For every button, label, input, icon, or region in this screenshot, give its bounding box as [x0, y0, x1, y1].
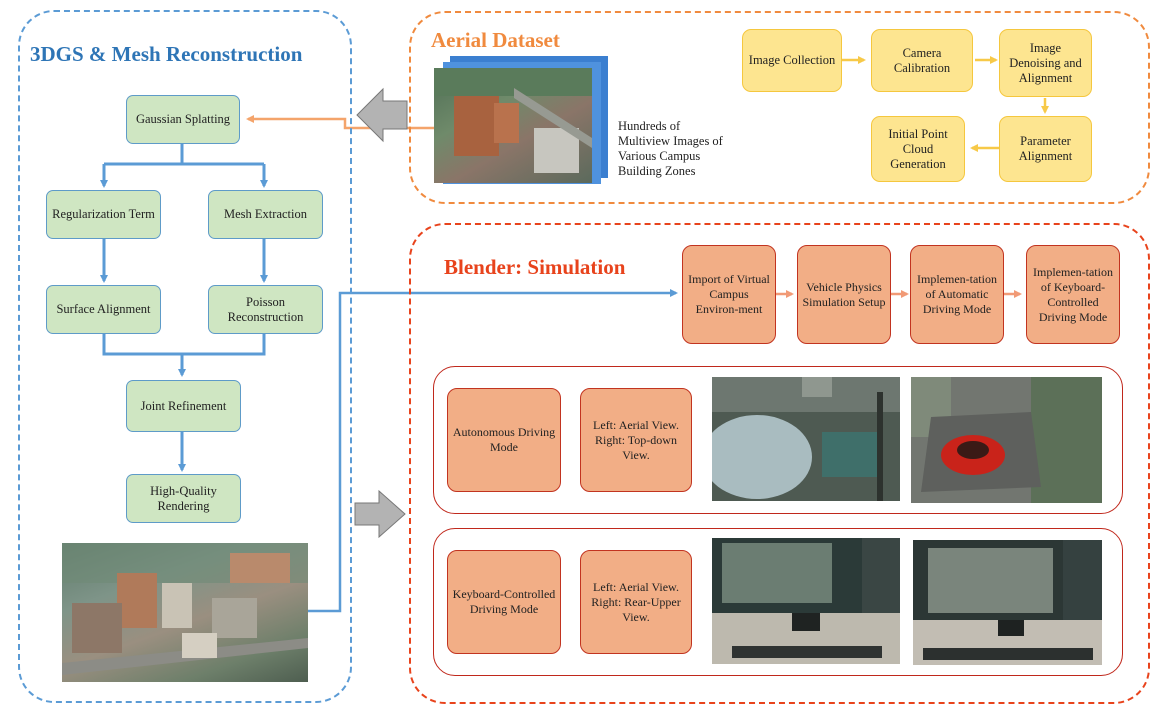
node-poisson-reconstruction: Poisson Reconstruction — [208, 285, 323, 334]
aerial-dataset-title: Aerial Dataset — [431, 28, 560, 52]
node-surface-alignment: Surface Alignment — [46, 285, 161, 334]
autonomous-views-box: Left: Aerial View. Right: Top-down View. — [580, 388, 692, 492]
aerial-arrows — [842, 56, 1049, 152]
grey-arrow-left — [356, 87, 408, 143]
keyboard-aerial-view-image — [712, 538, 900, 664]
step-image-denoising: Image Denoising and Alignment — [999, 29, 1092, 97]
multiview-caption: Hundreds of Multiview Images of Various … — [618, 119, 723, 178]
autonomous-aerial-view-image — [712, 377, 900, 501]
reconstruction-arrows — [100, 144, 678, 613]
step-point-cloud: Initial Point Cloud Generation — [871, 116, 965, 182]
simulation-title: Blender: Simulation — [444, 255, 626, 279]
step-automatic-driving: Implemen-tation of Automatic Driving Mod… — [910, 245, 1004, 344]
node-joint-refinement: Joint Refinement — [126, 380, 241, 432]
autonomous-row — [433, 366, 1123, 514]
autonomous-mode-box: Autonomous Driving Mode — [447, 388, 561, 492]
node-high-quality-rendering: High-Quality Rendering — [126, 474, 241, 523]
aerial-dataset-panel — [409, 11, 1150, 204]
aerial-photo — [434, 68, 592, 183]
step-camera-calibration: Camera Calibration — [871, 29, 973, 92]
simulation-panel — [409, 223, 1150, 704]
autonomous-topdown-view-image — [911, 377, 1102, 503]
reconstruction-panel — [18, 10, 352, 703]
keyboard-mode-box: Keyboard-Controlled Driving Mode — [447, 550, 561, 654]
step-keyboard-driving: Implemen-tation of Keyboard-Controlled D… — [1026, 245, 1120, 344]
step-vehicle-physics: Vehicle Physics Simulation Setup — [797, 245, 891, 344]
grey-arrow-right — [354, 489, 406, 539]
keyboard-views-box: Left: Aerial View. Right: Rear-Upper Vie… — [580, 550, 692, 654]
node-gaussian-splatting: Gaussian Splatting — [126, 95, 240, 144]
step-import-environment: Import of Virtual Campus Environ-ment — [682, 245, 776, 344]
keyboard-rear-upper-view-image — [913, 540, 1102, 665]
step-parameter-alignment: Parameter Alignment — [999, 116, 1092, 182]
step-image-collection: Image Collection — [742, 29, 842, 92]
reconstruction-title: 3DGS & Mesh Reconstruction — [30, 42, 303, 66]
campus-render-image — [62, 543, 308, 682]
keyboard-row — [433, 528, 1123, 676]
node-mesh-extraction: Mesh Extraction — [208, 190, 323, 239]
node-regularization-term: Regularization Term — [46, 190, 161, 239]
